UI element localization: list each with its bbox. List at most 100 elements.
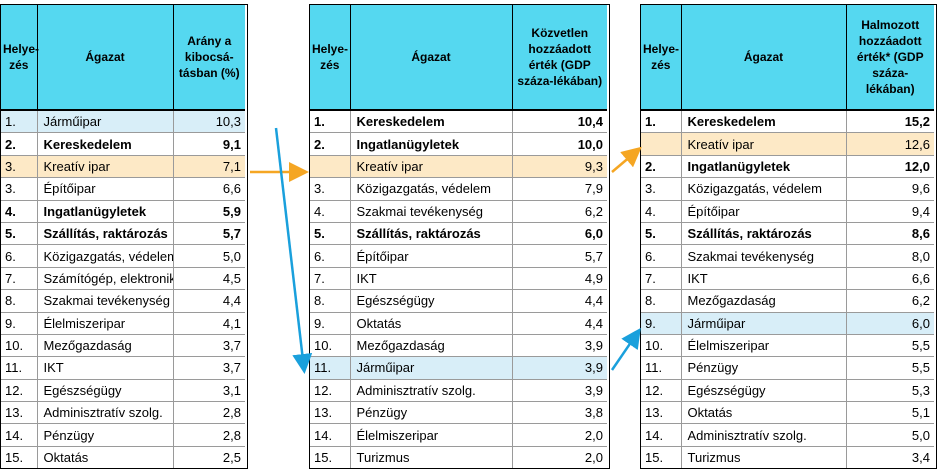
header-sector: Ágazat: [681, 5, 847, 111]
cell-value: 8,6: [846, 222, 934, 246]
cell-rank: 12.: [310, 379, 351, 403]
header-value: Közvetlen hozzáadott érték (GDP száza-lé…: [512, 5, 607, 111]
cell-rank: 13.: [641, 401, 682, 425]
cell-value: 10,4: [512, 110, 607, 134]
cell-sector: Kreatív ipar: [681, 132, 847, 156]
cell-sector: Pénzügy: [37, 423, 174, 447]
cell-sector: Közigazgatás, védelem: [37, 244, 174, 268]
cell-sector: IKT: [350, 267, 513, 291]
cell-rank: 4.: [1, 200, 38, 223]
cell-sector: Szállítás, raktározás: [350, 222, 513, 246]
cell-value: 6,0: [512, 222, 607, 246]
header-sector: Ágazat: [37, 5, 174, 111]
cell-value: 3,1: [173, 379, 245, 403]
cell-sector: Ingatlanügyletek: [350, 132, 513, 156]
cell-sector: IKT: [681, 267, 847, 291]
cell-value: 8,0: [846, 244, 934, 268]
cell-value: 4,4: [512, 312, 607, 335]
cell-rank: 6.: [310, 244, 351, 268]
cell-sector: Ingatlanügyletek: [37, 200, 174, 223]
cell-rank: 2.: [310, 132, 351, 156]
cell-value: 12,6: [846, 132, 934, 156]
cell-sector: Járműipar: [681, 312, 847, 335]
arrow-down-blue-icon: [274, 127, 313, 374]
cell-sector: Mezőgazdaság: [350, 334, 513, 358]
cell-rank: 1.: [1, 110, 38, 134]
arrow-up-blue-icon: [610, 327, 641, 371]
cell-value: 5,3: [846, 379, 934, 403]
cell-value: 2,8: [173, 423, 245, 447]
cell-rank: 4.: [310, 200, 351, 223]
cell-rank: 11.: [641, 356, 682, 380]
cell-value: 4,4: [173, 289, 245, 313]
cell-sector: Szállítás, raktározás: [37, 222, 174, 246]
cell-sector: Pénzügy: [350, 401, 513, 425]
cell-rank: 8.: [310, 289, 351, 313]
cell-rank: 15.: [310, 446, 351, 469]
cell-value: 9,1: [173, 132, 245, 156]
cell-value: 4,4: [512, 289, 607, 313]
cell-rank: 10.: [310, 334, 351, 358]
cell-sector: Kreatív ipar: [350, 155, 513, 179]
cell-value: 5,9: [173, 200, 245, 223]
cell-rank: 6.: [1, 244, 38, 268]
cell-rank: 9.: [1, 312, 38, 335]
cell-rank: 15.: [641, 446, 682, 469]
cell-sector: Közigazgatás, védelem: [681, 177, 847, 201]
cell-sector: Számítógép, elektronik: [37, 267, 174, 291]
cell-value: 4,5: [173, 267, 245, 291]
cell-sector: Pénzügy: [681, 356, 847, 380]
cell-sector: Kereskedelem: [681, 110, 847, 134]
cell-rank: 10.: [641, 334, 682, 358]
cell-rank: 4.: [641, 200, 682, 223]
cell-sector: Adminisztratív szolg.: [681, 423, 847, 447]
cell-rank: 1.: [310, 110, 351, 134]
cell-value: 3,9: [512, 334, 607, 358]
cell-sector: Kereskedelem: [37, 132, 174, 156]
cell-rank: 8.: [641, 289, 682, 313]
cell-value: 5,1: [846, 401, 934, 425]
cell-rank: 3.: [1, 155, 38, 179]
cell-sector: Ingatlanügyletek: [681, 155, 847, 179]
cell-sector: Mezőgazdaság: [681, 289, 847, 313]
header-value: Halmozott hozzáadott érték* (GDP száza-l…: [846, 5, 934, 111]
cell-rank: [641, 132, 682, 156]
cell-sector: Élelmiszeripar: [350, 423, 513, 447]
cell-rank: 13.: [1, 401, 38, 425]
cell-value: 15,2: [846, 110, 934, 134]
cell-rank: 11.: [310, 356, 351, 380]
cell-sector: Járműipar: [37, 110, 174, 134]
cell-value: 6,6: [846, 267, 934, 291]
cell-value: 6,2: [846, 289, 934, 313]
table-row: 14.Adminisztratív szolg.5,0: [641, 423, 934, 447]
cell-rank: 3.: [310, 177, 351, 201]
cell-sector: Közigazgatás, védelem: [350, 177, 513, 201]
cell-value: 10,3: [173, 110, 245, 134]
cell-sector: Adminisztratív szolg.: [37, 401, 174, 425]
cell-rank: 14.: [641, 423, 682, 447]
cell-sector: Építőipar: [681, 200, 847, 223]
cell-value: 5,0: [846, 423, 934, 447]
